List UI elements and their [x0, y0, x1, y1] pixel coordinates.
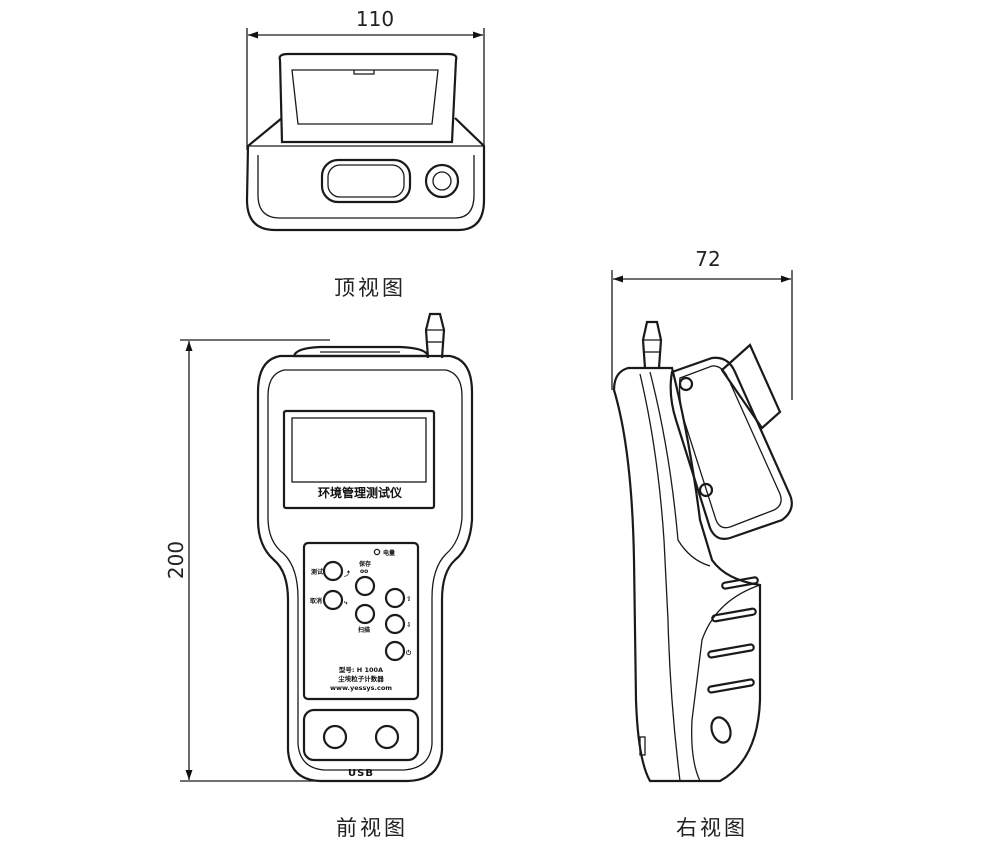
- dim-top-width: 110: [356, 7, 394, 31]
- top-handle-frame: [278, 52, 458, 144]
- side-grip-rib-1: [721, 576, 759, 590]
- test-button-label: 测试: [311, 568, 323, 576]
- front-nozzle: [424, 312, 446, 359]
- front-lcd-screen: [291, 417, 427, 483]
- up-button[interactable]: [384, 587, 406, 609]
- product-name: 尘埃粒子计数器: [338, 674, 384, 683]
- side-port-notch: [639, 736, 646, 756]
- side-body-inner: [639, 373, 681, 782]
- front-keypad-panel: [302, 541, 420, 701]
- scan-button[interactable]: [354, 603, 376, 625]
- cancel-button[interactable]: [322, 589, 344, 611]
- top-view: 110 顶视图: [245, 7, 486, 300]
- side-head: [669, 356, 793, 540]
- front-body-inner: [267, 369, 463, 771]
- down-button[interactable]: [384, 613, 406, 635]
- top-oval-window: [320, 158, 412, 204]
- connector-right: [374, 724, 400, 750]
- connector-left: [322, 724, 348, 750]
- power-icon: ⏻: [406, 649, 412, 657]
- side-handle-block: [720, 343, 782, 430]
- top-round-port: [424, 163, 460, 199]
- save-button-label: 保存: [358, 560, 371, 568]
- front-view: 200 环境管理测试仪 电量 测试 ⤴ 保存 oo 取消 ⤷ 扫描 ⇧: [164, 312, 474, 840]
- front-lcd-label: 环境管理测试仪: [318, 485, 403, 500]
- cancel-button-label: 取消: [310, 597, 322, 605]
- front-lcd-frame: [282, 409, 436, 510]
- test-button-icon: ⤴: [344, 570, 351, 578]
- scan-button-label: 扫描: [358, 626, 370, 634]
- top-round-port-inner: [432, 171, 452, 191]
- power-button[interactable]: [384, 640, 406, 662]
- top-body-inner-curve: [257, 155, 475, 219]
- front-connector-panel: [302, 708, 420, 762]
- side-body-outline: [612, 366, 762, 783]
- up-arrow-icon: ⇧: [406, 595, 411, 603]
- top-oval-window-inner: [327, 164, 405, 198]
- side-head-inner: [678, 365, 782, 529]
- front-body-outline: [256, 354, 474, 783]
- side-grip-rib-4: [707, 678, 755, 694]
- battery-led: [373, 548, 381, 556]
- top-handle-inner: [291, 69, 439, 125]
- down-arrow-icon: ⇩: [406, 621, 411, 629]
- side-body-inner-2: [649, 371, 711, 567]
- caption-front-view: 前视图: [336, 816, 408, 840]
- side-grip-rib-3: [707, 643, 755, 659]
- side-screw-top: [678, 376, 694, 392]
- usb-label: USB: [348, 768, 374, 779]
- side-body-back: [691, 584, 761, 782]
- side-bottom-oval: [710, 716, 732, 744]
- side-grip-rib-2: [711, 607, 757, 623]
- test-button[interactable]: [322, 560, 344, 582]
- dim-side-depth: 72: [695, 247, 720, 271]
- top-handle-notch: [353, 70, 375, 75]
- caption-top-view: 顶视图: [334, 276, 406, 300]
- side-screw-bottom: [698, 482, 714, 498]
- website: www.yessys.com: [330, 684, 392, 692]
- save-button-icon: oo: [360, 568, 368, 575]
- side-nozzle: [641, 320, 663, 369]
- battery-label: 电量: [383, 549, 395, 557]
- model-label: 型号: H 100A: [339, 665, 383, 674]
- front-top-cap: [292, 345, 430, 358]
- right-view: 72 右视图: [611, 247, 793, 840]
- cancel-button-icon: ⤷: [344, 599, 348, 606]
- save-button[interactable]: [354, 575, 376, 597]
- top-body-outline: [245, 117, 486, 232]
- dim-front-height: 200: [164, 541, 188, 579]
- caption-right-view: 右视图: [676, 816, 748, 840]
